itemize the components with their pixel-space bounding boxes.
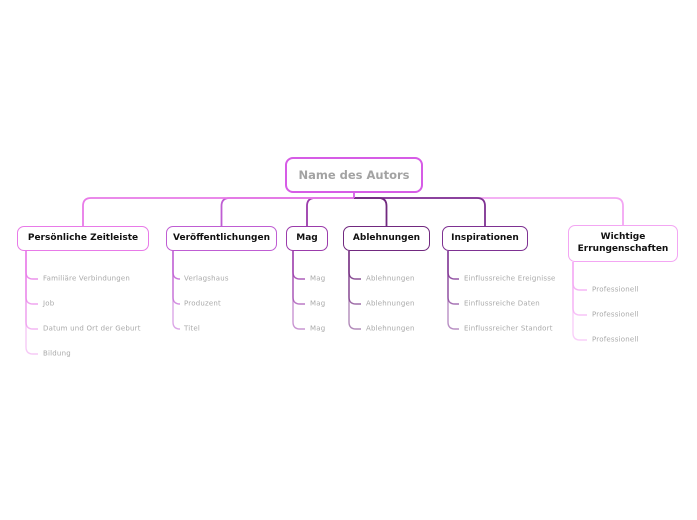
child-connector — [172, 251, 181, 280]
child-connector — [292, 251, 305, 280]
branch-connector — [306, 197, 354, 226]
branch-connector — [354, 197, 624, 225]
child-label[interactable]: Einflussreiche Daten — [464, 299, 540, 308]
branch-node-label: Mag — [296, 232, 318, 243]
child-label[interactable]: Datum und Ort der Geburt — [43, 324, 141, 333]
branch-node-persönliche-zeitleiste[interactable]: Persönliche Zeitleiste — [17, 226, 149, 251]
branch-node-inspirationen[interactable]: Inspirationen — [442, 226, 528, 251]
child-label[interactable]: Titel — [184, 324, 201, 333]
child-connector — [572, 262, 587, 341]
child-connector — [172, 251, 181, 330]
child-label[interactable]: Mag — [310, 324, 326, 333]
child-label[interactable]: Ablehnungen — [366, 324, 415, 333]
child-connector — [447, 251, 459, 330]
child-label[interactable]: Mag — [310, 274, 326, 283]
child-connector — [25, 251, 38, 330]
branch-node-label: Wichtige Errungenschaften — [577, 232, 669, 254]
child-label[interactable]: Ablehnungen — [366, 299, 415, 308]
branch-connector — [82, 197, 354, 226]
child-label[interactable]: Einflussreiche Ereignisse — [464, 274, 556, 283]
child-connector — [292, 251, 305, 330]
child-connector — [25, 251, 38, 305]
branch-node-mag[interactable]: Mag — [286, 226, 328, 251]
child-label[interactable]: Verlagshaus — [184, 274, 229, 283]
child-label[interactable]: Produzent — [184, 299, 221, 308]
child-connector — [172, 251, 181, 305]
child-connector — [25, 251, 38, 355]
child-label[interactable]: Professionell — [592, 335, 639, 344]
branch-connector — [354, 197, 388, 226]
branch-connector — [354, 197, 486, 226]
child-label[interactable]: Familiäre Verbindungen — [43, 274, 131, 283]
branch-node-ablehnungen[interactable]: Ablehnungen — [343, 226, 430, 251]
root-node[interactable]: Name des Autors — [285, 157, 423, 193]
child-label[interactable]: Professionell — [592, 285, 639, 294]
child-connector — [572, 262, 587, 291]
child-label[interactable]: Mag — [310, 299, 326, 308]
child-label[interactable]: Einflussreicher Standort — [464, 324, 553, 333]
branch-node-label: Ablehnungen — [352, 232, 421, 243]
child-connector — [292, 251, 305, 305]
child-label[interactable]: Professionell — [592, 310, 639, 319]
branch-node-veröffentlichungen[interactable]: Veröffentlichungen — [166, 226, 277, 251]
child-connector — [348, 251, 361, 305]
branch-node-label: Veröffentlichungen — [173, 232, 270, 243]
branch-node-wichtige-errungenschaften[interactable]: Wichtige Errungenschaften — [568, 225, 678, 262]
child-connector — [348, 251, 361, 280]
child-connector — [25, 251, 38, 280]
child-label[interactable]: Job — [43, 299, 55, 308]
child-connector — [447, 251, 459, 305]
branch-node-label: Inspirationen — [451, 232, 519, 243]
child-label[interactable]: Bildung — [43, 349, 71, 358]
branch-connector — [220, 197, 354, 226]
root-node-label: Name des Autors — [298, 168, 410, 182]
child-connector — [572, 262, 587, 316]
branch-node-label: Persönliche Zeitleiste — [27, 232, 139, 243]
child-label[interactable]: Ablehnungen — [366, 274, 415, 283]
child-connector — [348, 251, 361, 330]
child-connector — [447, 251, 459, 280]
